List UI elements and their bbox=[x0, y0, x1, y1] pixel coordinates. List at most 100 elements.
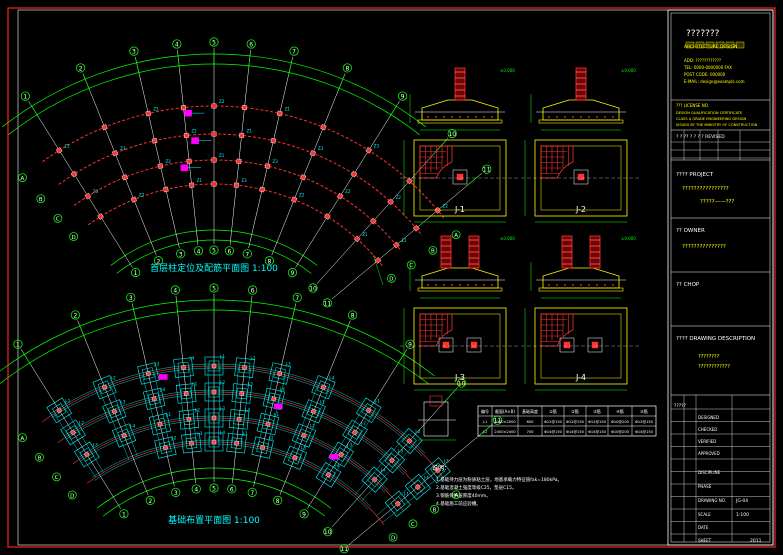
note-line: 3.钢筋保护层厚度40mm。 bbox=[436, 492, 491, 499]
column bbox=[180, 104, 187, 111]
footing-pedestal bbox=[401, 433, 417, 449]
tie-beam bbox=[177, 368, 188, 444]
pedestal-plan bbox=[466, 337, 482, 353]
company-subtitle: ARCHITECTURE DESIGN bbox=[684, 44, 737, 50]
axis-line bbox=[131, 303, 175, 487]
column-detail bbox=[429, 395, 443, 407]
axis-bubble-label: 5 bbox=[212, 40, 216, 47]
ring-bubble bbox=[18, 173, 27, 183]
footing-outline bbox=[256, 412, 280, 436]
footing-tag: J-1 bbox=[374, 398, 380, 403]
dimension-tick bbox=[337, 77, 344, 93]
notes-heading: 说明： bbox=[432, 464, 450, 472]
axis-bubble bbox=[209, 283, 219, 293]
rebar-dot bbox=[435, 116, 437, 118]
column-detail-callout bbox=[180, 164, 189, 172]
dimension-tick bbox=[443, 390, 456, 403]
footing-outline bbox=[204, 408, 224, 428]
footing-outline bbox=[231, 383, 253, 404]
company-info: POST CODE: 000000 bbox=[684, 72, 726, 77]
axis-bubble bbox=[342, 63, 352, 73]
column bbox=[211, 389, 217, 395]
footing-pedestal bbox=[208, 436, 220, 448]
logo-block bbox=[685, 41, 695, 49]
column bbox=[238, 132, 245, 139]
footing-tag: J-4 bbox=[380, 468, 386, 473]
footing-tag: J-2 bbox=[110, 375, 116, 380]
axis-bubble-label: 1 bbox=[134, 270, 138, 277]
column bbox=[392, 241, 400, 249]
ring-bubble bbox=[451, 230, 461, 240]
footing-outline bbox=[282, 445, 308, 470]
footing-pedestal bbox=[142, 367, 155, 380]
tie-beam bbox=[231, 367, 239, 443]
axis-bubble bbox=[273, 495, 283, 505]
axis-bubble bbox=[20, 91, 30, 101]
column bbox=[84, 192, 92, 200]
scale-label: SCALE bbox=[698, 512, 711, 517]
axis-bubble bbox=[323, 527, 333, 537]
axis-bubble bbox=[209, 245, 219, 255]
footing-tag: J-3 bbox=[285, 361, 291, 366]
note-line: 1.基础持力层为粉质粘土层，地基承载力特征值fak=180kPa。 bbox=[436, 476, 562, 483]
axis-line bbox=[279, 320, 351, 495]
detail-mark bbox=[158, 374, 168, 380]
axis-bubble bbox=[227, 484, 237, 494]
footing-outline bbox=[268, 362, 291, 385]
axis-line bbox=[271, 73, 346, 256]
column-plan bbox=[442, 341, 450, 349]
column bbox=[157, 163, 164, 169]
column bbox=[181, 365, 186, 371]
tie-beam bbox=[257, 372, 274, 447]
footing-pedestal bbox=[208, 360, 220, 372]
axis-line bbox=[331, 172, 483, 300]
footing-outline bbox=[111, 423, 137, 448]
elevation-mark: ±0.000 bbox=[621, 236, 636, 241]
column bbox=[121, 174, 128, 181]
dimension-tick bbox=[248, 53, 251, 70]
axis-bubble bbox=[172, 39, 182, 49]
rebar-dot bbox=[459, 284, 461, 286]
axis-bubble-label: 3 bbox=[174, 490, 178, 497]
axis-line bbox=[28, 101, 133, 268]
column bbox=[351, 429, 358, 436]
ring-bubble-label: A bbox=[454, 493, 458, 499]
outer-frame bbox=[7, 7, 776, 548]
footing-tag: J-2 bbox=[219, 380, 225, 385]
rebar-dot bbox=[467, 284, 469, 286]
logo-block bbox=[725, 41, 735, 49]
column bbox=[211, 363, 217, 369]
axis-bubble bbox=[264, 256, 275, 266]
rebar-dot bbox=[475, 284, 477, 286]
axis-bubble bbox=[170, 285, 180, 295]
company-info: E-MAIL: design@example.com bbox=[684, 79, 745, 84]
ring-bubble bbox=[35, 452, 44, 462]
axis-line bbox=[229, 49, 251, 245]
column-tag: Z1 bbox=[219, 153, 225, 158]
axis-bubble-label: 3 bbox=[132, 49, 136, 56]
column bbox=[405, 177, 413, 185]
general-notes: 说明： 1.基础持力层为粉质粘土层，地基承载力特征值fak=180kPa。 2.… bbox=[432, 464, 562, 507]
footing-tag: J-2 bbox=[194, 407, 200, 412]
axis-bubble-label: 4 bbox=[173, 288, 177, 295]
axis-bubble-label: 1 bbox=[23, 94, 27, 101]
axis-bubble-label: 10 bbox=[309, 286, 317, 293]
footing-pedestal bbox=[180, 387, 192, 400]
axis-bubble-label: 7 bbox=[250, 490, 254, 497]
tie-beam bbox=[49, 363, 426, 454]
rebar-dot bbox=[435, 284, 437, 286]
footing-pedestal bbox=[177, 361, 190, 374]
axis-bubble bbox=[456, 378, 467, 388]
column-tag: Z3 bbox=[374, 143, 380, 148]
footing-outline bbox=[396, 427, 423, 455]
axis-bubble-label: 11 bbox=[324, 300, 332, 307]
axis-line bbox=[232, 295, 253, 483]
table-header-cell: ③筋 bbox=[593, 408, 601, 414]
footing-tag: J-4 bbox=[333, 463, 339, 468]
column bbox=[320, 384, 327, 391]
column-plan bbox=[470, 341, 478, 349]
ring-axis bbox=[42, 105, 445, 219]
column bbox=[350, 170, 358, 178]
license-label: ??? LICENSE NO. bbox=[676, 103, 709, 108]
table-cell: J-1 bbox=[482, 420, 488, 424]
